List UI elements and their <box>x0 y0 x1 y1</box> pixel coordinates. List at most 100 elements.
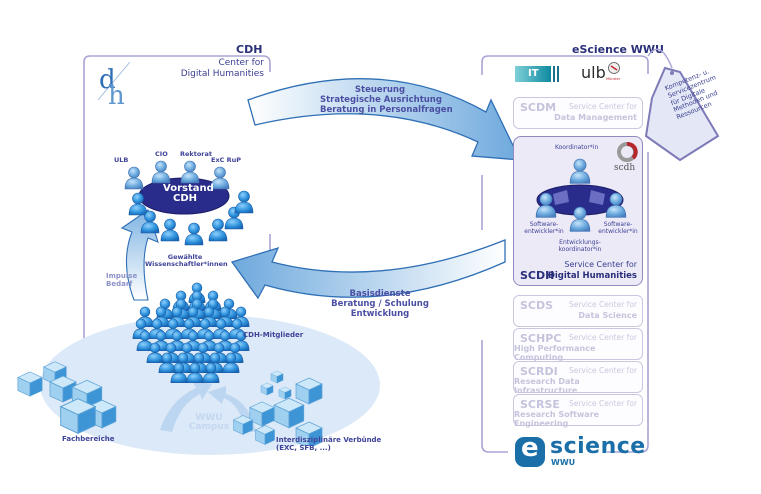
networks-line2: (EXC, SFB, ...) <box>276 444 331 453</box>
escience-logo-text: science <box>550 434 646 459</box>
elected-scientists-label: Gewählte Wissenschaftler*innen <box>145 253 228 269</box>
role-dev-coordinator: Entwicklungs- koordinator*in <box>555 239 605 254</box>
cube-icon <box>17 371 43 397</box>
dev-coord-line1: Entwicklungs- <box>559 239 601 246</box>
campus-label-line2: Campus <box>188 422 230 433</box>
scds-line1: Service Center for <box>568 300 637 309</box>
escience-frame <box>481 55 649 453</box>
schpc-code: SCHPC <box>520 332 562 345</box>
scdh-line1: Service Center for <box>564 260 637 269</box>
cube-icon <box>260 382 274 396</box>
campus-arrow-left <box>160 380 212 432</box>
it-logo-bar2 <box>557 66 559 82</box>
arrow-bottom <box>230 239 506 300</box>
board-member-excrup: ExC RuP <box>211 156 242 164</box>
it-logo-text: IT <box>528 68 539 79</box>
cdh-logo: d h <box>96 58 136 111</box>
it-logo: IT <box>515 66 551 82</box>
scrse-line2: Research Software Engineering <box>514 410 600 428</box>
service-center-schpc[interactable]: SCHPC Service Center for High Performanc… <box>513 328 643 362</box>
dev-coord-line2: koordinator*in <box>558 245 602 253</box>
networks-label: Interdisziplinäre Verbünde (EXC, SFB, ..… <box>276 436 381 452</box>
escience-logo-badge: e <box>515 433 545 467</box>
board-label: Vorstand CDH <box>163 183 214 204</box>
cube-icon <box>249 401 275 427</box>
dh-logo-icon: d h <box>97 61 131 111</box>
faculties-label: Fachbereiche <box>62 435 115 443</box>
scrdi-line1: Service Center for <box>568 366 637 375</box>
cube-icon <box>270 370 284 384</box>
cube-icon <box>255 425 275 445</box>
role-developer-right: Software- entwickler*in <box>593 221 643 236</box>
service-center-scdm[interactable]: SCDM Service Center for Data Management <box>513 97 643 129</box>
scdm-line1: Service Center for <box>568 102 637 111</box>
dev-left-line2: entwickler*in <box>524 227 564 235</box>
board-figure <box>184 222 204 246</box>
scdm-code: SCDM <box>520 101 557 114</box>
networks-cubes <box>232 370 332 449</box>
cube-icon <box>273 397 305 429</box>
service-center-scds[interactable]: SCDS Service Center for Data Science <box>513 295 643 327</box>
scds-code: SCDS <box>520 299 554 312</box>
svg-text:h: h <box>108 81 125 108</box>
cube-icon <box>60 398 96 434</box>
arrow-bottom-line1: Basisdienste <box>349 289 411 299</box>
scdh-line2: Digital Humanities <box>547 271 637 281</box>
ulb-logo-sub: Münster <box>606 77 621 81</box>
arrow-top-line2: Strategische Ausrichtung <box>320 94 442 105</box>
cube-icon <box>233 415 253 435</box>
impulse-label: Impulse Bedarf <box>106 272 137 288</box>
board-label-line1: Vorstand <box>163 183 214 194</box>
scdh-team-figure <box>569 158 591 184</box>
role-coordinator: Koordinator*in <box>555 144 599 151</box>
board-member-figure <box>124 166 144 190</box>
scdh-team <box>535 158 627 232</box>
scds-line2: Data Science <box>578 311 637 320</box>
campus-label: WWU Campus <box>184 413 234 433</box>
arrow-top-line3: Beratung in Personalfragen <box>320 104 453 115</box>
faculties-cubes-svg <box>17 361 117 434</box>
arrow-bottom-line3: Entwicklung <box>350 308 410 319</box>
arrow-top-text: Steuerung Strategische Ausrichtung Berat… <box>320 85 453 115</box>
cube-icon <box>295 377 323 405</box>
it-logo-bar1 <box>553 66 555 82</box>
scdh-logo-icon <box>617 142 638 162</box>
cdh-subtitle-line2: Digital Humanities <box>180 69 264 79</box>
cdh-subtitle-line1: Center for <box>218 58 264 68</box>
dev-right-line2: entwickler*in <box>598 227 638 235</box>
faculties-cubes <box>16 360 126 440</box>
scrse-line1: Service Center for <box>568 399 637 408</box>
ulb-logo-text: ulb <box>581 63 606 82</box>
svg-text:d: d <box>99 65 116 95</box>
impulse-line2: Bedarf <box>106 280 133 289</box>
arrow-top-line1: Steuerung <box>354 85 406 95</box>
schpc-line2: High Performance Computing <box>514 344 596 362</box>
board-figure <box>128 192 148 216</box>
role-developer-left: Software- entwickler*in <box>519 221 569 236</box>
board-figure <box>234 190 254 214</box>
scrdi-code: SCRDI <box>520 365 558 378</box>
dev-left-line1: Software- <box>529 221 559 228</box>
service-center-scrdi[interactable]: SCRDI Service Center for Research Data I… <box>513 361 643 395</box>
scdh-logo-text: scdh <box>614 163 636 173</box>
board-figure <box>160 218 180 242</box>
cdh-title: CDH <box>236 43 263 56</box>
board-member-ulb: ULB <box>114 156 129 164</box>
campus-label-line1: WWU <box>195 413 223 423</box>
impulse-line1: Impulse <box>106 272 138 280</box>
networks-cubes-svg <box>233 370 323 449</box>
ulb-logo-icon <box>608 62 620 74</box>
escience-logo-letter: e <box>521 433 539 463</box>
board-figure <box>208 218 228 242</box>
service-center-scrse[interactable]: SCRSE Service Center for Research Softwa… <box>513 394 643 428</box>
scdh-code: SCDH <box>520 269 555 282</box>
cube-icon <box>278 386 292 400</box>
board-member-cio: CIO <box>155 150 168 158</box>
escience-title: eScience WWU <box>572 43 664 56</box>
scdm-line2: Data Management <box>554 113 637 122</box>
board-member-figure <box>180 160 200 184</box>
arrow-bottom-text: Basisdienste Beratung / Schulung Entwick… <box>320 289 440 319</box>
arrow-top <box>247 78 522 161</box>
board-label-line2: CDH <box>172 193 197 204</box>
board-member-figure <box>151 160 171 184</box>
